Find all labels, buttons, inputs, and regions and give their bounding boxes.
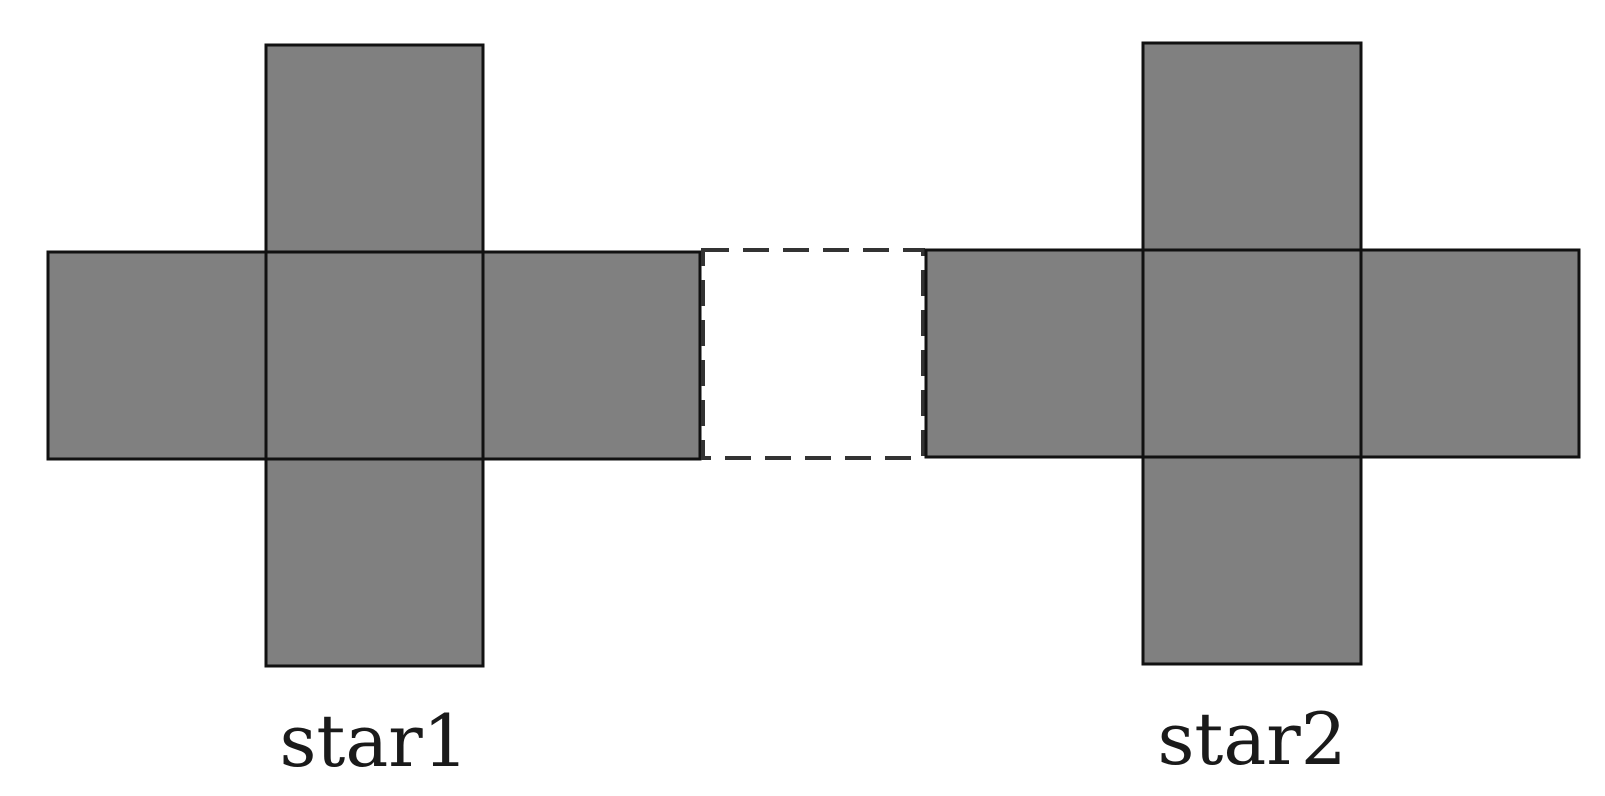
dashed-connector-square (701, 248, 925, 460)
star2-left-square (924, 248, 1145, 459)
star1-bottom-square (264, 457, 485, 668)
star2-center-square (1141, 248, 1363, 459)
star2-right-square (1359, 248, 1581, 459)
star1-top-square (264, 43, 485, 254)
star2-label: star2 (1157, 697, 1346, 781)
star1-left-square (46, 250, 268, 461)
star2-bottom-square (1141, 455, 1363, 666)
star2-top-square (1141, 41, 1363, 252)
star2-shape (924, 41, 1581, 666)
star1-center-square (264, 250, 485, 461)
star1-right-square (481, 250, 702, 461)
star1-shape (46, 43, 702, 668)
star1-label: star1 (279, 699, 468, 783)
